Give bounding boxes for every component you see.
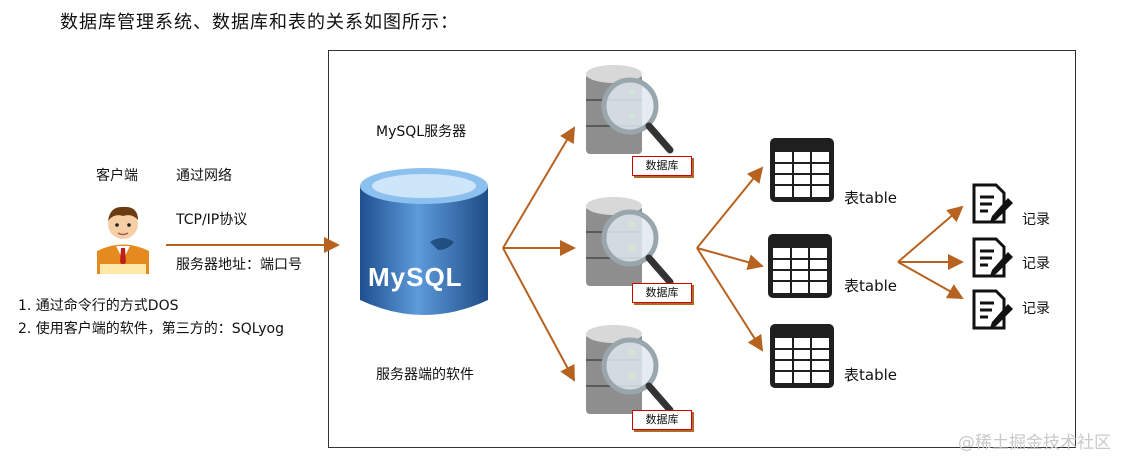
server-to-db3-arrow [502,247,575,382]
watermark: @稀土掘金技术社区 [958,433,1111,453]
db-to-table1-arrow [696,166,764,249]
database-icon [586,197,674,286]
server-to-db1-arrow [502,126,576,249]
server-software-label: 服务器端的软件 [376,367,474,383]
table-label-2: 表table [844,277,897,295]
table-to-record3-arrow [897,261,964,299]
database-icon [586,65,674,154]
table-icon [768,234,832,298]
figure-caption: 数据库管理系统、数据库和表的关系如图所示： [60,12,459,33]
network-label: 通过网络 [176,168,232,184]
record-label-1: 记录 [1022,212,1050,228]
client-user-icon [97,206,149,274]
database-label-2: 数据库 [632,283,692,303]
record-document-icon [972,289,1013,330]
mysql-logo: MySQL [368,262,463,292]
record-label-2: 记录 [1022,256,1050,272]
client-label: 客户端 [96,168,138,184]
client-method-2: 2. 使用客户端的软件，第三方的：SQLyog [18,321,284,337]
record-document-icon [972,183,1013,224]
database-icon [586,325,674,414]
table-icon [770,324,834,388]
address-label: 服务器地址：端口号 [176,257,302,273]
record-document-icon [972,237,1013,278]
database-label-1: 数据库 [632,156,692,176]
mysql-cylinder-icon [360,168,488,315]
table-label-1: 表table [844,189,897,207]
table-icon [770,138,834,202]
database-label-3: 数据库 [632,410,692,430]
table-to-record1-arrow [897,205,964,263]
record-label-3: 记录 [1022,301,1050,317]
client-method-1: 1. 通过命令行的方式DOS [18,298,179,314]
server-title: MySQL服务器 [376,124,467,140]
db-to-table3-arrow [696,247,764,352]
table-label-3: 表table [844,366,897,384]
protocol-label: TCP/IP协议 [176,212,248,228]
db-to-table2-arrow [696,247,764,270]
